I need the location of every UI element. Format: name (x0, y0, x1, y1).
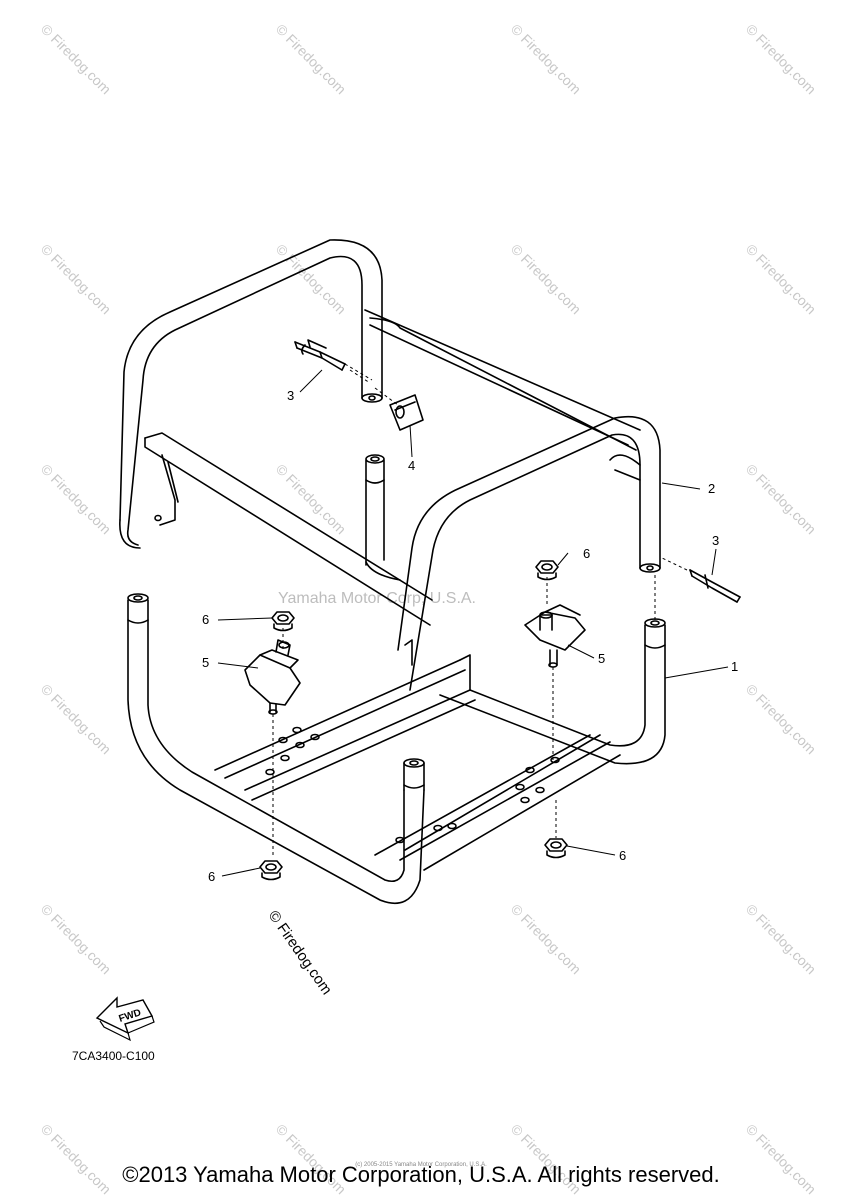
clip (389, 394, 424, 431)
callout-6-bottom-left: 6 (208, 869, 215, 884)
callout-6-top-right: 6 (583, 546, 590, 561)
callout-6-bottom-right: 6 (619, 848, 626, 863)
watermark: © Firedog.com (743, 461, 819, 537)
watermark: © Firedog.com (38, 681, 114, 757)
part-code: 7CA3400-C100 (72, 1049, 155, 1063)
upper-frame (119, 239, 661, 691)
callout-5-right: 5 (598, 651, 605, 666)
callout-1: 1 (731, 659, 738, 674)
leader-lines (217, 369, 729, 877)
watermark: © Firedog.com (508, 21, 584, 97)
watermark: © Firedog.com (743, 901, 819, 977)
watermark: © Firedog.com (38, 901, 114, 977)
watermark-layer: © Firedog.com © Firedog.com © Firedog.co… (38, 21, 819, 1197)
nut-bottom-right (544, 838, 568, 859)
watermark: © Firedog.com (38, 241, 114, 317)
faint-notice: (c) 2005-2015 Yamaha Motor Corporation, … (355, 1162, 487, 1168)
pin-left (294, 339, 346, 371)
frame-drawing (119, 239, 741, 905)
watermark: © Firedog.com (743, 21, 819, 97)
nut-bottom-left (259, 860, 283, 881)
copyright-footer: ©2013 Yamaha Motor Corporation, U.S.A. A… (122, 1162, 720, 1187)
watermark: © Firedog.com (38, 461, 114, 537)
nut-top-right (535, 560, 559, 581)
callout-4: 4 (408, 458, 415, 473)
mount-left (244, 639, 301, 715)
callouts: 3 4 2 3 1 6 6 5 5 6 6 (202, 388, 738, 884)
lower-frame (127, 593, 666, 905)
callout-3-left: 3 (287, 388, 294, 403)
watermark: © Firedog.com (743, 681, 819, 757)
callout-6-top-left: 6 (202, 612, 209, 627)
watermark: © Firedog.com (743, 241, 819, 317)
watermark: © Firedog.com (273, 21, 349, 97)
mount-right (524, 604, 586, 668)
nut-top-left (271, 611, 295, 632)
watermark: © Firedog.com (508, 901, 584, 977)
firedog-watermark: © Firedog.com (265, 908, 335, 999)
watermark: © Firedog.com (38, 21, 114, 97)
watermark: © Firedog.com (508, 241, 584, 317)
pin-right (689, 569, 741, 603)
callout-3-right: 3 (712, 533, 719, 548)
callout-2: 2 (708, 481, 715, 496)
callout-5-left: 5 (202, 655, 209, 670)
fwd-arrow-icon: FWD (95, 996, 155, 1042)
assembly-lines (272, 363, 688, 858)
base-holes (265, 726, 560, 844)
